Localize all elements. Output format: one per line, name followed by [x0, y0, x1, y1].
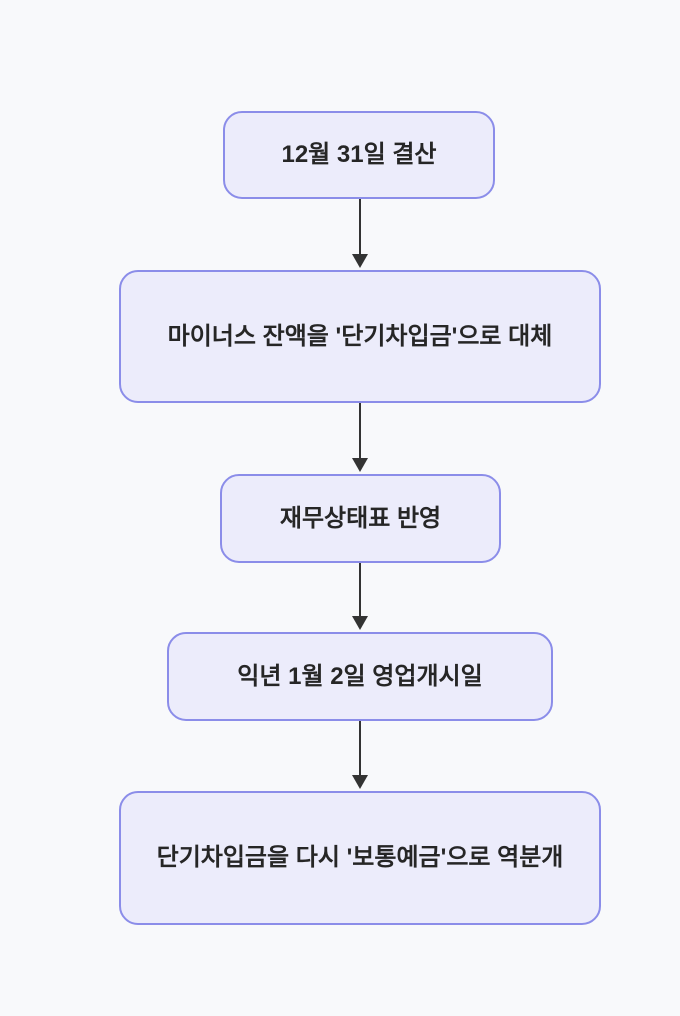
flow-node-dec31-settlement: 12월 31일 결산: [223, 111, 495, 199]
arrow-line: [359, 721, 361, 775]
flow-node-label: 익년 1월 2일 영업개시일: [237, 662, 483, 690]
arrow-head-icon: [352, 458, 368, 472]
flow-node-replace-with-short-term-borrowings: 마이너스 잔액을 '단기차입금'으로 대체: [119, 270, 601, 403]
arrow-line: [359, 563, 361, 616]
down-arrow-n4-n5: [352, 721, 368, 789]
flow-node-label: 12월 31일 결산: [281, 141, 437, 168]
flow-node-label: 단기차입금을 다시 '보통예금'으로 역분개: [156, 844, 564, 871]
down-arrow-n1-n2: [352, 199, 368, 268]
arrow-line: [359, 403, 361, 458]
flow-node-reverse-entry-to-deposits: 단기차입금을 다시 '보통예금'으로 역분개: [119, 791, 601, 925]
flow-node-balance-sheet-reflection: 재무상태표 반영: [220, 474, 501, 563]
arrow-head-icon: [352, 775, 368, 789]
arrow-head-icon: [352, 616, 368, 630]
flow-node-business-start-jan2: 익년 1월 2일 영업개시일: [167, 632, 553, 721]
down-arrow-n2-n3: [352, 403, 368, 472]
arrow-line: [359, 199, 361, 254]
flow-node-label: 재무상태표 반영: [279, 504, 442, 532]
down-arrow-n3-n4: [352, 563, 368, 630]
flow-node-label: 마이너스 잔액을 '단기차입금'으로 대체: [167, 322, 553, 350]
arrow-head-icon: [352, 254, 368, 268]
